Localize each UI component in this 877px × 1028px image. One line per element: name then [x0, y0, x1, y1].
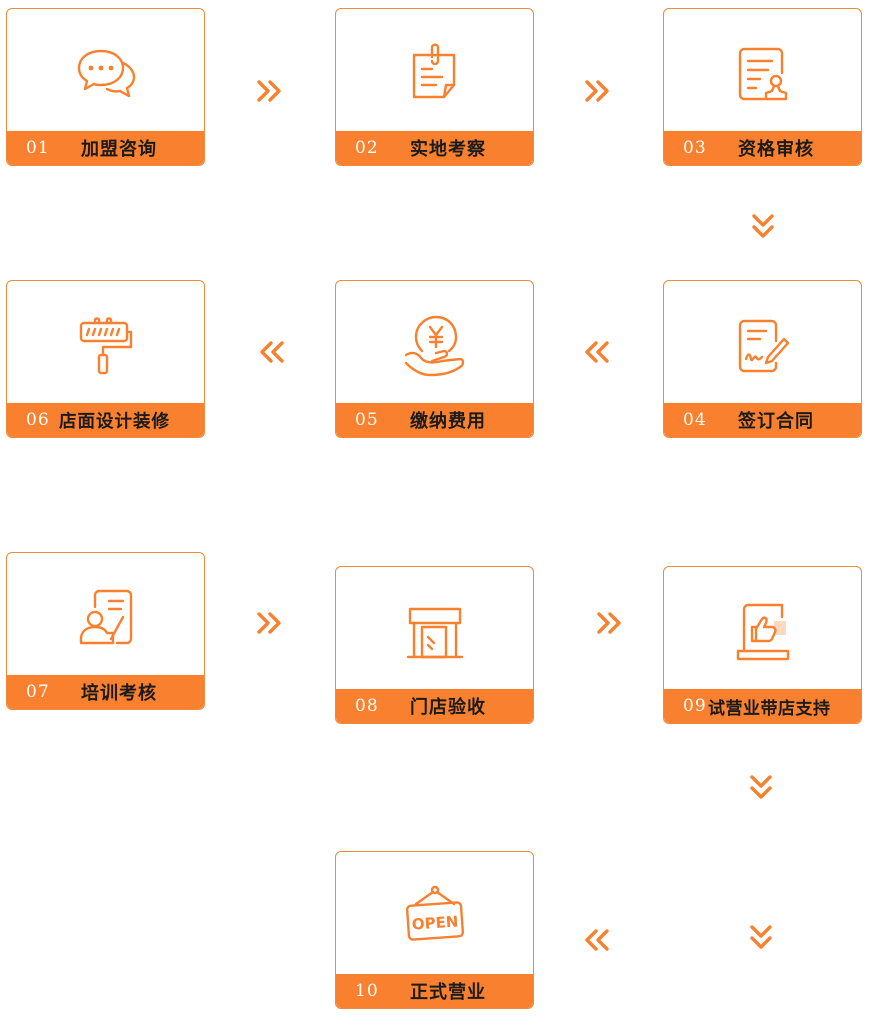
step-card-05: 05 缴纳费用 [335, 280, 534, 438]
step-label: 签订合同 [738, 411, 814, 432]
step-bar: 04 签订合同 [664, 403, 861, 437]
open-sign-icon: OPEN [336, 884, 533, 950]
paint-roller-icon [7, 313, 204, 379]
step-bar: 02 实地考察 [336, 131, 533, 165]
training-icon [7, 585, 204, 651]
thumbs-up-support-icon [664, 599, 861, 665]
chevron-double-left-icon [581, 337, 611, 367]
step-number: 05 [355, 410, 379, 430]
step-bar: 07 培训考核 [7, 675, 204, 709]
chevron-double-left-icon [256, 337, 286, 367]
step-card-02: 02 实地考察 [335, 8, 534, 166]
step-label: 实地考察 [410, 139, 486, 160]
step-bar: 05 缴纳费用 [336, 403, 533, 437]
chevron-double-down-icon [746, 923, 776, 953]
step-number: 10 [355, 981, 379, 1001]
step-number: 03 [683, 138, 707, 158]
clipboard-note-icon [336, 41, 533, 107]
step-number: 02 [355, 138, 379, 158]
step-card-03: 03 资格审核 [663, 8, 862, 166]
step-bar: 01 加盟咨询 [7, 131, 204, 165]
step-card-09: 09 试营业带店支持 [663, 566, 862, 724]
yen-payment-icon [336, 313, 533, 379]
step-number: 08 [355, 696, 379, 716]
svg-text:OPEN: OPEN [411, 912, 459, 933]
step-label: 培训考核 [81, 683, 157, 704]
step-number: 04 [683, 410, 707, 430]
step-number: 07 [26, 682, 50, 702]
contract-sign-icon [664, 313, 861, 379]
step-number: 09 [683, 696, 707, 716]
chevron-double-right-icon [255, 76, 285, 106]
step-card-07: 07 培训考核 [6, 552, 205, 710]
step-label: 正式营业 [410, 982, 486, 1003]
step-card-01: 01 加盟咨询 [6, 8, 205, 166]
step-label: 加盟咨询 [81, 139, 157, 160]
step-label: 缴纳费用 [410, 411, 486, 432]
step-label: 店面设计装修 [59, 411, 170, 432]
step-bar: 06 店面设计装修 [7, 403, 204, 437]
step-number: 01 [26, 138, 50, 158]
chevron-double-down-icon [746, 773, 776, 803]
step-label: 资格审核 [738, 139, 814, 160]
step-label: 门店验收 [410, 697, 486, 718]
document-review-icon [664, 41, 861, 107]
chevron-double-right-icon [595, 608, 625, 638]
step-bar: 09 试营业带店支持 [664, 689, 861, 723]
chevron-double-down-icon [748, 212, 778, 242]
step-card-04: 04 签订合同 [663, 280, 862, 438]
chat-bubbles-icon [7, 41, 204, 107]
chevron-double-right-icon [583, 76, 613, 106]
step-bar: 03 资格审核 [664, 131, 861, 165]
step-number: 06 [26, 410, 50, 430]
storefront-icon [336, 599, 533, 665]
step-bar: 08 门店验收 [336, 689, 533, 723]
step-card-08: 08 门店验收 [335, 566, 534, 724]
step-label: 试营业带店支持 [708, 698, 831, 719]
step-card-10: OPEN 10 正式营业 [335, 851, 534, 1009]
step-bar: 10 正式营业 [336, 974, 533, 1008]
step-card-06: 06 店面设计装修 [6, 280, 205, 438]
chevron-double-left-icon [581, 925, 611, 955]
chevron-double-right-icon [255, 608, 285, 638]
